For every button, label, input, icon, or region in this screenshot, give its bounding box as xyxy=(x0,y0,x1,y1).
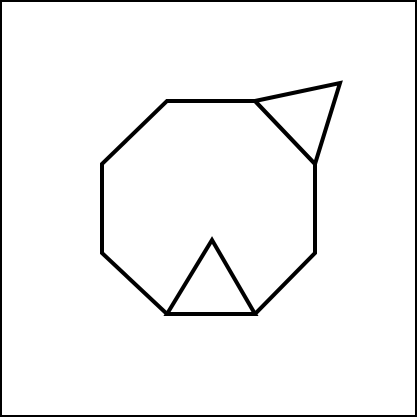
triangle-upper-right xyxy=(251,80,343,168)
triangle-bottom xyxy=(163,236,259,316)
